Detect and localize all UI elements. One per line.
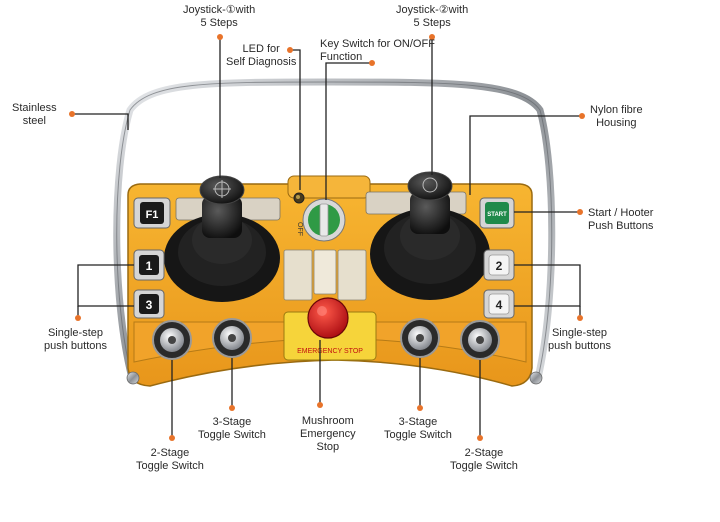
- label-toggle3-left: 3-Stage Toggle Switch: [198, 416, 266, 442]
- off-text: OFF: [296, 222, 303, 236]
- label-stainless-line1: Stainless: [12, 102, 57, 114]
- f1-button[interactable]: [133, 197, 171, 229]
- f1-label: F1: [146, 209, 159, 221]
- label-housing: Nylon fibre Housing: [590, 104, 643, 130]
- button-2-label: 2: [496, 259, 503, 273]
- label-joystick-1-line2: 5 Steps: [200, 17, 238, 29]
- toggle-switch-2stage-left[interactable]: [152, 320, 192, 360]
- button-3-label: 3: [146, 298, 153, 312]
- frame-feet: [126, 371, 543, 385]
- label-toggle3-left-line1: 3-Stage: [212, 416, 252, 428]
- label-start-hooter: Start / Hooter Push Buttons: [588, 207, 653, 233]
- label-led: LED for Self Diagnosis: [226, 43, 296, 69]
- label-stainless: Stainless steel: [12, 102, 57, 128]
- label-start-hooter-line2: Push Buttons: [588, 220, 654, 232]
- label-stainless-line2: steel: [22, 115, 46, 127]
- toggle-switch-3stage-left[interactable]: [212, 318, 252, 358]
- label-key-switch: Key Switch for ON/OFF Function: [320, 38, 435, 64]
- label-toggle3-right-line2: Toggle Switch: [384, 429, 452, 441]
- label-key-switch-line2: Function: [320, 51, 363, 63]
- label-joystick-1-line1: Joystick-①with: [183, 4, 256, 16]
- label-toggle3-right-line1: 3-Stage: [398, 416, 438, 428]
- toggle-switch-3stage-right[interactable]: [400, 318, 440, 358]
- label-joystick-1: Joystick-①with 5 Steps: [183, 4, 255, 30]
- label-toggle2-left-line2: Toggle Switch: [136, 460, 204, 472]
- led-indicator: [293, 192, 305, 204]
- label-mushroom-line3: Stop: [316, 441, 340, 453]
- label-toggle3-right: 3-Stage Toggle Switch: [384, 416, 452, 442]
- stainless-steel-frame: [113, 78, 556, 382]
- leader-dots: [69, 34, 585, 441]
- button-3[interactable]: [133, 289, 165, 319]
- label-toggle2-left: 2-Stage Toggle Switch: [136, 447, 204, 473]
- button-4-label: 4: [496, 298, 503, 312]
- label-joystick-2-line1: Joystick-②with: [396, 4, 469, 16]
- label-housing-line2: Housing: [596, 117, 637, 129]
- label-start-hooter-line1: Start / Hooter: [588, 207, 654, 219]
- joystick-2[interactable]: [365, 171, 490, 300]
- label-single-step-left: Single-step push buttons: [44, 327, 107, 353]
- label-key-switch-line1: Key Switch for ON/OFF: [320, 38, 435, 50]
- label-single-step-right-line2: push buttons: [548, 340, 611, 352]
- label-joystick-2: Joystick-②with 5 Steps: [396, 4, 468, 30]
- label-toggle2-left-line1: 2-Stage: [150, 447, 190, 459]
- label-toggle2-right-line2: Toggle Switch: [450, 460, 518, 472]
- label-joystick-2-line2: 5 Steps: [413, 17, 451, 29]
- label-single-step-left-line1: Single-step: [47, 327, 104, 339]
- start-label: START: [487, 212, 507, 218]
- toggle-switch-2stage-right[interactable]: [460, 320, 500, 360]
- key-switch[interactable]: [302, 198, 346, 242]
- joystick-1[interactable]: [164, 175, 281, 302]
- label-single-step-right-line1: Single-step: [551, 327, 608, 339]
- label-single-step-right: Single-step push buttons: [548, 327, 611, 353]
- start-button[interactable]: [479, 197, 515, 229]
- leader-lines: [72, 37, 582, 438]
- emergency-stop-text: EMERGENCY STOP: [297, 348, 363, 355]
- label-toggle2-right-line1: 2-Stage: [464, 447, 504, 459]
- label-toggle3-left-line2: Toggle Switch: [198, 429, 266, 441]
- label-mushroom-line1: Mushroom: [301, 415, 354, 427]
- label-led-line2: Self Diagnosis: [226, 56, 297, 68]
- button-4[interactable]: [483, 289, 515, 319]
- label-led-line1: LED for: [242, 43, 280, 55]
- center-direction-panels: [283, 249, 367, 301]
- label-toggle2-right: 2-Stage Toggle Switch: [450, 447, 518, 473]
- label-single-step-left-line2: push buttons: [44, 340, 107, 352]
- emergency-stop-button[interactable]: [283, 297, 377, 361]
- button-1-label: 1: [146, 259, 153, 273]
- label-housing-line1: Nylon fibre: [590, 104, 643, 116]
- label-mushroom-line2: Emergency: [300, 428, 356, 440]
- label-mushroom: Mushroom Emergency Stop: [300, 415, 356, 454]
- button-2[interactable]: [483, 249, 515, 281]
